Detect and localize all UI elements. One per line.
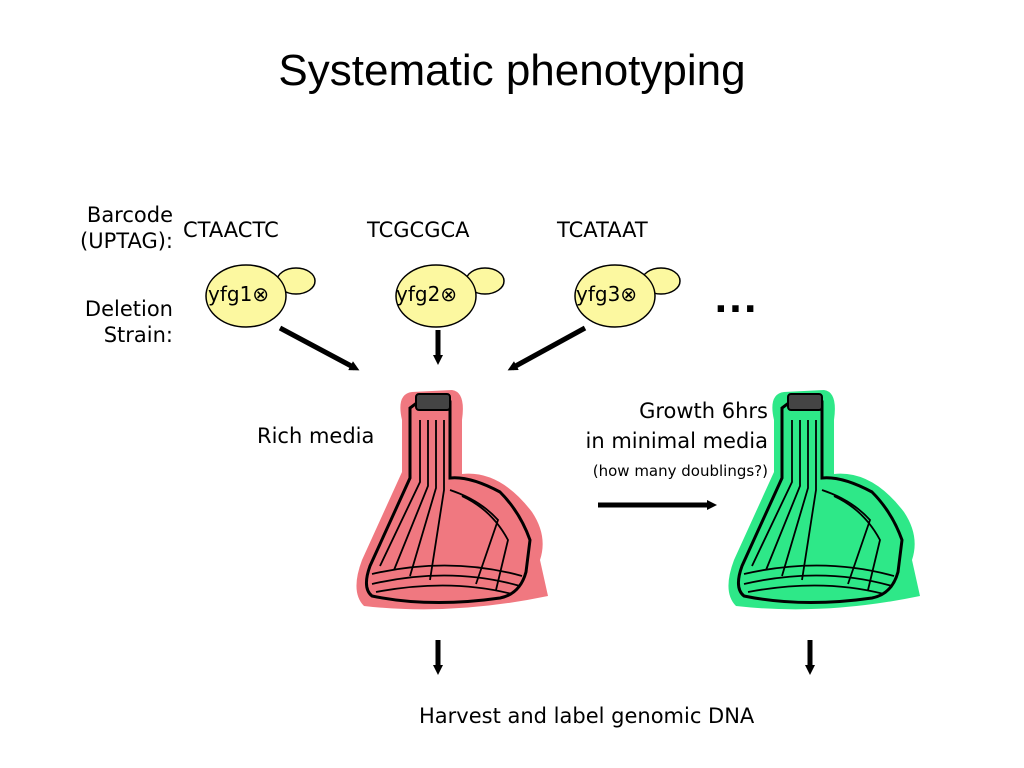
arrow-strain3-to-flask [507, 325, 587, 371]
barcode-1: CTAACTC [183, 218, 279, 242]
barcode-row-label: Barcode (UPTAG): [80, 202, 173, 254]
flask-rich-media [356, 390, 548, 610]
deletion-row-label: Deletion Strain: [85, 296, 173, 348]
strain-1-name: yfg1⊗ [208, 282, 270, 306]
harvest-label: Harvest and label genomic DNA [419, 704, 755, 728]
growth-line1: Growth 6hrs [639, 399, 768, 423]
barcode-2: TCGCGCA [367, 218, 470, 242]
barcode-label-line1: Barcode [86, 203, 173, 227]
deletion-label-line1: Deletion [84, 297, 173, 321]
growth-condition-label: Growth 6hrs in minimal media (how many d… [586, 396, 769, 486]
barcode-label-line2: (UPTAG): [80, 229, 173, 253]
yeast-cell-3 [574, 264, 681, 328]
page-title: Systematic phenotyping [278, 46, 746, 95]
barcode-3: TCATAAT [557, 218, 648, 242]
strain-3-name: yfg3⊗ [576, 282, 638, 306]
flask-minimal-media [728, 390, 920, 610]
yeast-cell-2 [395, 264, 505, 328]
more-strains-ellipsis: ... [714, 280, 759, 321]
growth-line2: in minimal media [585, 429, 769, 453]
growth-note: (how many doublings?) [592, 462, 768, 480]
deletion-label-line2: Strain: [103, 323, 173, 347]
strain-2-name: yfg2⊗ [396, 282, 458, 306]
yeast-cell-1 [205, 264, 316, 328]
arrow-strain1-to-flask [278, 325, 360, 371]
rich-media-label: Rich media [257, 424, 375, 448]
